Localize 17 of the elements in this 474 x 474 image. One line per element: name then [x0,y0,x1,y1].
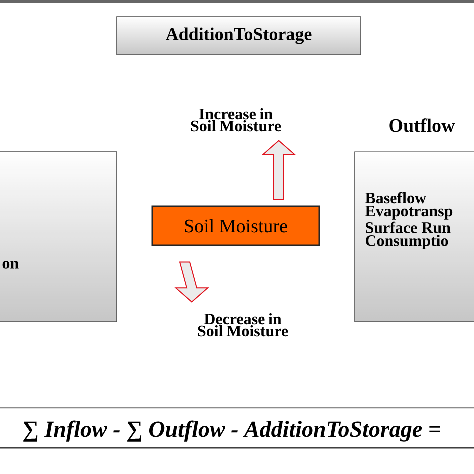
box-label: on [2,261,19,269]
list-item: Evapotransp [365,206,453,220]
change-label: Increase in Soil Moisture [191,108,282,132]
box-heading: Outflow [390,118,456,132]
inflow-box [0,152,118,322]
list-item: Baseflow [365,192,426,204]
balance-equation: ∑ Inflow - ∑ Outflow - AdditionToStorage = [24,420,440,442]
title-box [116,16,362,56]
box-label: Soil Moisture [185,219,288,233]
storage-box [152,206,320,246]
list-item: Surface Run [366,222,451,234]
block-arrow [174,262,210,303]
change-label: Decrease in Soil Moisture [198,313,288,337]
list-item: Consumptio [366,235,448,250]
outflow-box [354,152,474,322]
box-label: AdditionToStorage [166,28,312,44]
block-arrow [262,140,296,200]
